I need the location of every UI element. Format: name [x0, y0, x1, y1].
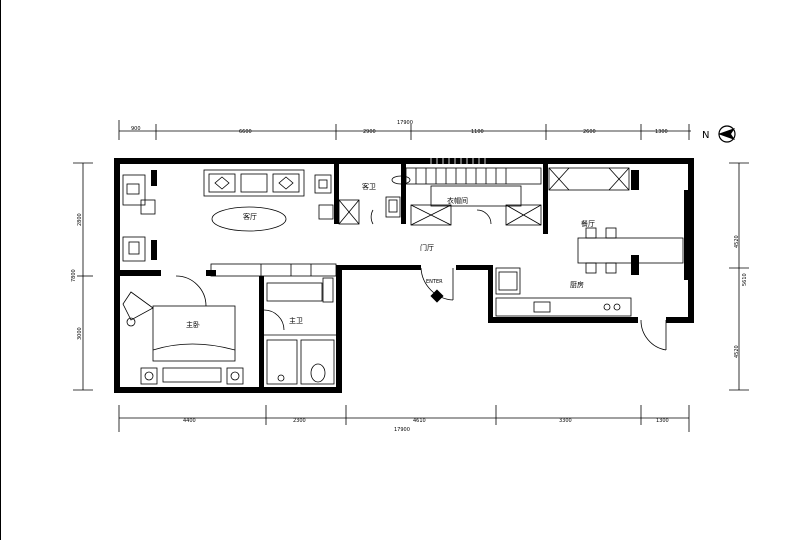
right-dim-1: 4520 — [734, 235, 740, 248]
left-dimension-line — [73, 162, 93, 391]
top-window-hatch — [430, 158, 486, 164]
living-side-units — [122, 174, 334, 262]
right-dim-2: 5610 — [742, 273, 748, 286]
top-dim-total: 17900 — [397, 120, 413, 126]
interior-walls — [151, 164, 688, 280]
right-dimension-line — [729, 162, 749, 391]
bottom-dim-5: 1300 — [656, 418, 669, 424]
bottom-dim-2: 2300 — [293, 418, 306, 424]
room-label-guest-bath: 客卫 — [362, 182, 376, 191]
top-dim-1: 900 — [131, 126, 141, 132]
bottom-dim-4: 3300 — [559, 418, 572, 424]
left-dim-2: 7800 — [71, 269, 77, 282]
entry-door-swing — [420, 267, 454, 303]
room-label-foyer: 门厅 — [420, 243, 434, 252]
master-bath-fixtures — [263, 277, 336, 385]
bottom-dim-3: 4610 — [413, 418, 426, 424]
north-label: N — [702, 130, 709, 141]
enter-label: ENTER — [426, 279, 443, 285]
room-label-living: 客厅 — [243, 212, 257, 221]
left-dim-3: 3000 — [77, 327, 83, 340]
living-sofa — [203, 169, 305, 197]
top-dim-5: 2600 — [583, 129, 596, 135]
right-dim-3: 4520 — [734, 345, 740, 358]
north-arrow-icon — [718, 125, 736, 143]
kitchen-counter — [495, 267, 667, 351]
room-label-master-bath: 主卫 — [289, 316, 303, 325]
guest-bath-fixtures — [338, 175, 411, 225]
wardrobe-strip — [210, 263, 337, 277]
dining-table — [548, 167, 684, 274]
top-dim-4: 1100 — [471, 129, 484, 135]
top-dim-6: 1300 — [655, 129, 668, 135]
room-label-cloakroom: 衣帽间 — [447, 196, 468, 205]
top-dimension-line — [118, 120, 691, 140]
exterior-walls — [114, 158, 694, 393]
left-dim-1: 2800 — [77, 213, 83, 226]
bottom-dimension-line — [118, 405, 690, 432]
top-dim-2: 6600 — [239, 129, 252, 135]
bottom-dim-1: 4400 — [183, 418, 196, 424]
bottom-dim-total: 17900 — [394, 427, 410, 433]
coffee-table — [211, 206, 287, 232]
top-dim-3: 2900 — [363, 129, 376, 135]
room-label-kitchen: 厨房 — [570, 280, 584, 289]
room-label-master-bedroom: 主卧 — [186, 320, 200, 329]
cloakroom-fixtures — [405, 167, 542, 226]
room-label-dining: 餐厅 — [581, 219, 595, 228]
master-bed — [122, 275, 244, 385]
